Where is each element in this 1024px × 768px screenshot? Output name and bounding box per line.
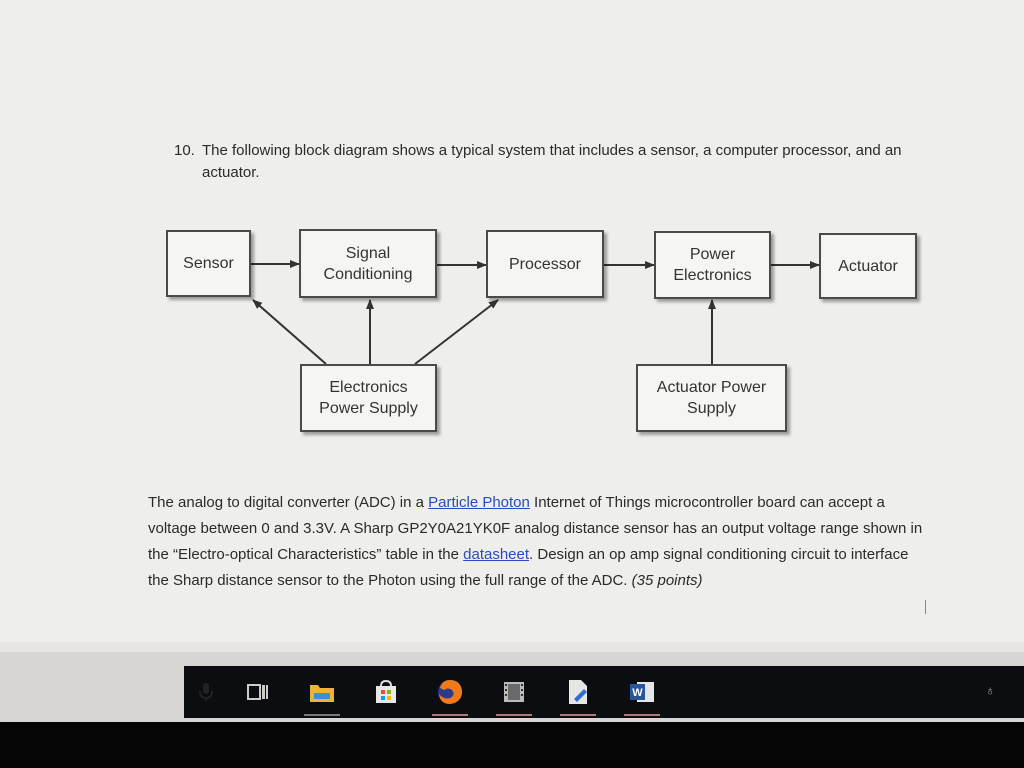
points-label: (35 points) bbox=[631, 572, 703, 589]
block-actuator-power-supply: Actuator Power Supply bbox=[636, 364, 787, 432]
monitor-bezel bbox=[0, 722, 1024, 768]
block-sensor-label: Sensor bbox=[183, 255, 234, 272]
block-electronics-power-supply-label: Electronics Power Supply bbox=[319, 379, 418, 417]
block-signal-conditioning-label: Signal Conditioning bbox=[323, 244, 413, 283]
block-processor-label: Processor bbox=[508, 255, 582, 273]
word-icon[interactable]: W bbox=[622, 672, 662, 716]
datasheet-link[interactable]: datasheet bbox=[463, 546, 530, 563]
block-power-electronics-label: Power Electronics bbox=[673, 246, 752, 284]
question-number: 10. bbox=[174, 142, 195, 159]
file-explorer-icon[interactable] bbox=[302, 672, 342, 716]
block-electronics-power-supply: Electronics Power Supply bbox=[300, 364, 437, 432]
document-page: 10. The following block diagram shows a … bbox=[148, 140, 944, 614]
arrow-supply-to-processor bbox=[414, 299, 499, 365]
firefox-icon[interactable] bbox=[430, 672, 470, 716]
block-actuator: Actuator bbox=[819, 233, 917, 299]
pdf-icon[interactable] bbox=[558, 672, 598, 716]
people-icon[interactable]: ♁ bbox=[985, 682, 996, 698]
block-processor: Processor bbox=[486, 230, 604, 298]
word-icon-letter: W bbox=[632, 687, 643, 699]
block-actuator-power-supply-label: Actuator Power Supply bbox=[656, 379, 767, 417]
block-diagram bbox=[251, 260, 820, 365]
assignment-paragraph: The analog to digital converter (ADC) in… bbox=[148, 490, 928, 594]
block-sensor: Sensor bbox=[166, 230, 251, 297]
task-view-icon[interactable] bbox=[238, 672, 278, 712]
microphone-icon[interactable] bbox=[186, 672, 226, 712]
block-power-electronics: Power Electronics bbox=[654, 231, 771, 299]
question-10: 10. The following block diagram shows a … bbox=[174, 140, 944, 184]
paragraph-text-1: The analog to digital converter (ADC) in… bbox=[148, 494, 429, 511]
block-actuator-label: Actuator bbox=[838, 257, 898, 275]
store-icon[interactable] bbox=[366, 672, 406, 712]
question-text: The following block diagram shows a typi… bbox=[202, 142, 902, 181]
paragraph-text-2: Internet of Things microcontroller board… bbox=[148, 494, 923, 563]
paragraph-text-3: . Design an op amp signal conditioning c… bbox=[148, 546, 909, 589]
film-icon[interactable] bbox=[494, 672, 534, 716]
text-cursor bbox=[925, 600, 926, 614]
block-signal-conditioning: Signal Conditioning bbox=[299, 229, 437, 298]
particle-photon-link[interactable]: Particle Photon bbox=[428, 494, 530, 511]
arrow-supply-to-sensor bbox=[252, 299, 327, 365]
